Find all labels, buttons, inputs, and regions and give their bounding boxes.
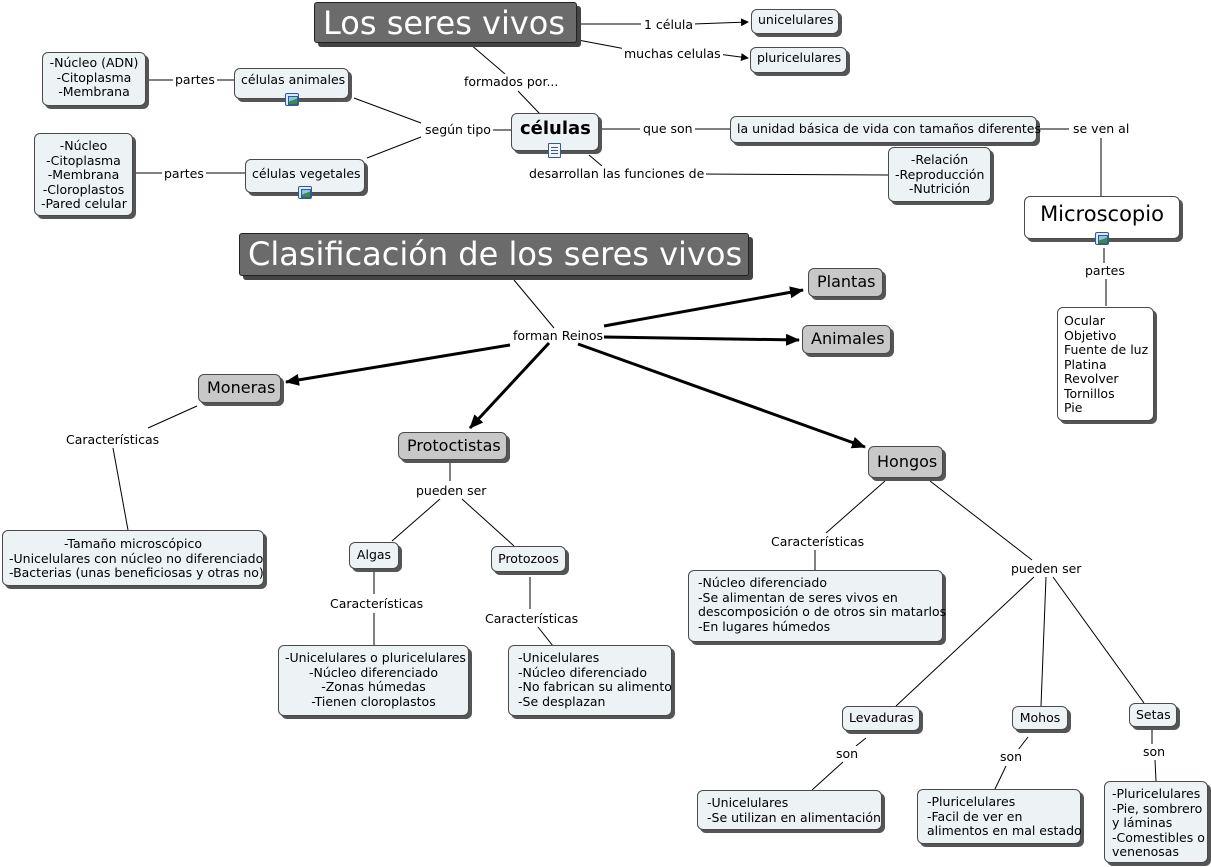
link-formados-celulas bbox=[517, 90, 541, 115]
label-caract-algas: Características bbox=[328, 596, 426, 611]
link-hongos-pueden bbox=[929, 480, 1033, 561]
levaduras-node[interactable]: Levaduras bbox=[842, 706, 920, 731]
link-caract-protozoos-box bbox=[537, 626, 554, 647]
label-se-ven-al: se ven al bbox=[1071, 121, 1132, 136]
label-muchas-celulas: muchas celulas bbox=[622, 46, 723, 61]
mohos-caract-node[interactable]: -Pluricelulares -Facil de ver en aliment… bbox=[917, 789, 1082, 844]
link-segun-vegetales bbox=[366, 136, 422, 159]
unicelulares-node[interactable]: unicelulares bbox=[751, 9, 839, 34]
link-celulas-desarrollan bbox=[588, 154, 603, 167]
label-caract-hongos: Características bbox=[769, 534, 867, 549]
arrow-reinos-moneras bbox=[285, 343, 511, 386]
link-pueden-protozoos bbox=[461, 498, 515, 547]
image-icon[interactable] bbox=[1095, 232, 1109, 245]
link-desarrollan-funciones bbox=[699, 173, 890, 176]
label-forman-reinos: forman Reinos bbox=[513, 328, 604, 343]
image-icon[interactable] bbox=[285, 93, 299, 106]
link-muchas-pluricelulares bbox=[717, 53, 749, 62]
link-seres-formados bbox=[469, 43, 506, 75]
link-pueden-mohos bbox=[1040, 576, 1047, 707]
link-pueden-levaduras bbox=[895, 576, 1035, 707]
label-pueden-ser-protoctistas: pueden ser bbox=[414, 483, 489, 498]
link-caract-moneras-box bbox=[112, 447, 129, 531]
microscopio-node[interactable]: Microscopio bbox=[1024, 196, 1180, 239]
celulas-animales-partes-node[interactable]: -Núcleo (ADN) -Citoplasma -Membrana bbox=[42, 52, 146, 106]
label-una-celula: 1 célula bbox=[642, 17, 696, 32]
link-levaduras-son bbox=[855, 737, 867, 747]
label-pueden-ser-hongos: pueden ser bbox=[1009, 561, 1084, 576]
label-segun-tipo: según tipo bbox=[423, 122, 493, 137]
link-pueden-setas bbox=[1052, 576, 1145, 704]
label-desarrollan: desarrollan las funciones de bbox=[527, 166, 707, 181]
hongos-node[interactable]: Hongos bbox=[868, 446, 943, 478]
clasificacion-title[interactable]: Clasificación de los seres vivos bbox=[239, 233, 749, 276]
label-caract-moneras: Características bbox=[64, 432, 162, 447]
label-partes-animales: partes bbox=[173, 72, 217, 87]
unidad-basica-node[interactable]: la unidad básica de vida con tamaños dif… bbox=[730, 116, 1041, 143]
link-clasificacion-reinos bbox=[513, 279, 555, 329]
moneras-node[interactable]: Moneras bbox=[198, 374, 281, 403]
protoctistas-node[interactable]: Protoctistas bbox=[398, 432, 507, 460]
protozoos-node[interactable]: Protozoos bbox=[491, 546, 566, 572]
animales-node[interactable]: Animales bbox=[802, 325, 891, 354]
image-icon[interactable] bbox=[298, 186, 312, 199]
plantas-node[interactable]: Plantas bbox=[808, 268, 883, 297]
setas-node[interactable]: Setas bbox=[1129, 703, 1177, 727]
link-son-mohos-box bbox=[994, 765, 1007, 790]
moneras-caract-node[interactable]: -Tamaño microscópico -Unicelulares con n… bbox=[2, 530, 264, 586]
arrow-reinos-protoctistas bbox=[468, 341, 551, 430]
pluricelulares-node[interactable]: pluricelulares bbox=[750, 47, 847, 73]
celulas-animales-node[interactable]: células animales bbox=[234, 68, 349, 99]
link-pueden-algas bbox=[391, 498, 441, 542]
label-que-son: que son bbox=[641, 121, 695, 136]
funciones-node[interactable]: -Relación -Reproducción -Nutrición bbox=[888, 147, 991, 202]
hongos-caract-node[interactable]: -Núcleo diferenciado -Se alimentan de se… bbox=[688, 570, 946, 642]
label-son-mohos: son bbox=[998, 749, 1025, 764]
setas-caract-node[interactable]: -Pluricelulares -Pie, sombrero y láminas… bbox=[1104, 781, 1208, 863]
label-formados-por: formados por... bbox=[462, 74, 561, 89]
seres-vivos-title[interactable]: Los seres vivos bbox=[314, 2, 577, 43]
microscopio-partes-node[interactable]: Ocular Objetivo Fuente de luz Platina Re… bbox=[1057, 307, 1154, 421]
algas-node[interactable]: Algas bbox=[349, 542, 399, 569]
algas-caract-node[interactable]: -Unicelulares o pluricelulares -Núcleo d… bbox=[278, 645, 469, 716]
label-partes-vegetales: partes bbox=[162, 166, 206, 181]
protozoos-caract-node[interactable]: -Unicelulares -Núcleo diferenciado -No f… bbox=[508, 645, 672, 716]
label-son-setas: son bbox=[1141, 744, 1168, 759]
arrow-reinos-animales bbox=[603, 333, 800, 346]
celulas-vegetales-partes-node[interactable]: -Núcleo -Citoplasma -Membrana -Cloroplas… bbox=[34, 133, 133, 216]
levaduras-caract-node[interactable]: -Unicelulares -Se utilizan en alimentaci… bbox=[697, 790, 882, 830]
arrow-reinos-plantas bbox=[603, 286, 804, 328]
link-son-levaduras-box bbox=[811, 761, 844, 791]
link-son-setas-box bbox=[1154, 759, 1157, 782]
mohos-node[interactable]: Mohos bbox=[1012, 706, 1068, 730]
link-hongos-caract bbox=[825, 480, 886, 534]
celulas-node[interactable]: células bbox=[511, 113, 599, 151]
link-mohos-son bbox=[1017, 736, 1029, 751]
label-son-levaduras: son bbox=[834, 746, 861, 761]
document-icon[interactable] bbox=[548, 143, 561, 158]
link-moneras-caract bbox=[147, 405, 198, 429]
link-segun-animales bbox=[353, 97, 422, 124]
label-partes-microscopio: partes bbox=[1083, 263, 1127, 278]
link-una-celula-unicelulares bbox=[692, 18, 749, 27]
arrow-reinos-hongos bbox=[577, 342, 866, 449]
label-caract-protozoos: Características bbox=[483, 611, 581, 626]
